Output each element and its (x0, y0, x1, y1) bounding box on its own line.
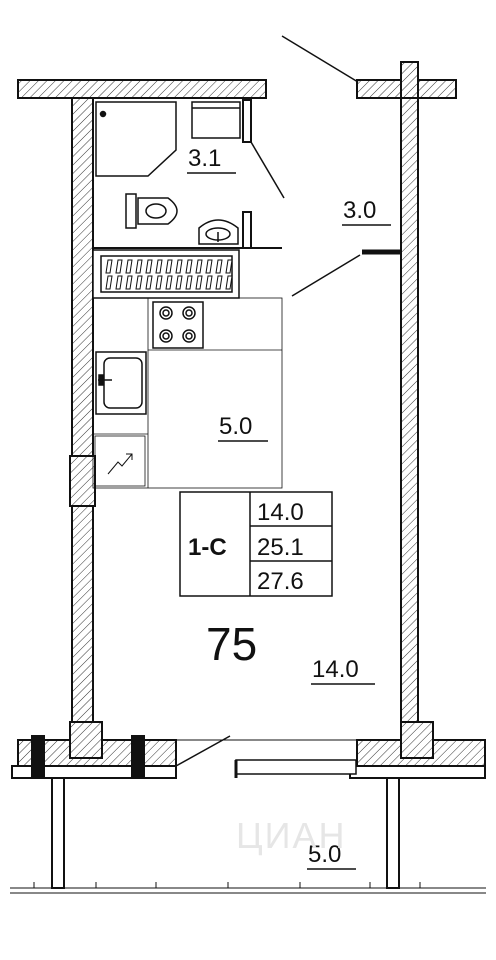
info-box-outer (179, 491, 333, 597)
radiator-fin (175, 275, 183, 290)
bathroom-partitions (93, 99, 402, 255)
cabinet (191, 101, 241, 139)
living-area-label: 14.0 (312, 656, 359, 683)
kitchen-sink-tap-head (98, 374, 104, 386)
vent-arrow (107, 453, 133, 475)
radiator-fin (125, 275, 133, 290)
bathroom-sink-icon (198, 219, 239, 245)
radiator-fin (135, 275, 143, 290)
radiator-fin (215, 259, 223, 274)
balcony (11, 721, 486, 889)
info-living-area: 14.0 (257, 499, 304, 526)
door-swings (175, 35, 361, 767)
stove-icon (152, 301, 204, 349)
radiator-fin (145, 275, 153, 290)
radiator-fin (215, 275, 223, 290)
radiator-fin (225, 259, 233, 274)
right-pier (400, 721, 434, 759)
kitchen (92, 297, 283, 489)
corridor-door-swing (291, 254, 361, 297)
info-total-with-balcony: 27.6 (257, 568, 304, 595)
right-support (386, 777, 400, 889)
apartment-number: 75 (206, 618, 257, 670)
burner-1-inner (162, 309, 170, 317)
radiator-fin (155, 259, 163, 274)
toilet-tank (125, 193, 137, 229)
vent-arrow-head (126, 453, 133, 460)
shower-tray (95, 101, 177, 177)
radiator-fins (105, 259, 233, 290)
right-wall (400, 97, 419, 727)
ground-line (10, 882, 486, 894)
right-wall-cap (400, 61, 419, 99)
left-post (31, 735, 45, 777)
radiator-fin (225, 275, 233, 290)
radiator-fin (125, 259, 133, 274)
balcony-rail-right (349, 765, 486, 779)
balcony-door-frame (235, 759, 357, 775)
radiator-fin (195, 275, 203, 290)
stove-body (152, 301, 204, 349)
bathroom-door-jamb-bottom (242, 211, 252, 249)
apartment-type-label: 1-С (188, 534, 227, 561)
radiator-fin (165, 259, 173, 274)
corridor-area-label: 3.0 (343, 197, 376, 224)
radiator-fin (165, 275, 173, 290)
vent-box (94, 435, 146, 487)
ground-ticks (33, 882, 421, 888)
entrance-door-swing (281, 35, 359, 83)
radiator-fin (105, 275, 113, 290)
radiator (92, 249, 240, 299)
left-pier (69, 721, 103, 759)
burner-4-inner (185, 332, 193, 340)
kitchen-area-label: 5.0 (219, 413, 252, 440)
ventilation-icon (94, 435, 146, 487)
info-total-area: 25.1 (257, 534, 304, 561)
left-wall-column (69, 455, 96, 507)
radiator-fin (195, 259, 203, 274)
toilet-seat (145, 203, 167, 219)
radiator-fin (185, 259, 193, 274)
radiator-fin (145, 259, 153, 274)
radiator-fin (105, 259, 113, 274)
burner-3-inner (162, 332, 170, 340)
kitchen-sink-bowl (103, 357, 143, 409)
shower (95, 101, 177, 177)
radiator-fin (185, 275, 193, 290)
mid-post (131, 735, 145, 777)
burner-2-inner (185, 309, 193, 317)
radiator-fin (175, 259, 183, 274)
radiator-fin (135, 259, 143, 274)
balcony-area-label: 5.0 (308, 841, 341, 868)
left-wall (71, 97, 94, 727)
kitchen-counter (92, 297, 283, 489)
bathroom-door-swing (250, 141, 285, 199)
radiator-fin (205, 275, 213, 290)
shower-drain-icon (99, 110, 107, 118)
watermark: ЦИАН (236, 815, 347, 856)
radiator-fin (115, 259, 123, 274)
radiator-fin (155, 275, 163, 290)
left-support (51, 777, 65, 889)
kitchen-sink-icon (95, 351, 147, 415)
toilet-icon (125, 193, 178, 229)
bathroom-area-label: 3.1 (188, 145, 221, 172)
radiator-fin (115, 275, 123, 290)
top-wall-left (17, 79, 267, 99)
balcony-door-swing (175, 735, 231, 767)
bathroom-door-jamb-top (242, 99, 252, 143)
radiator-fin (205, 259, 213, 274)
apartment-info-box (179, 491, 333, 597)
